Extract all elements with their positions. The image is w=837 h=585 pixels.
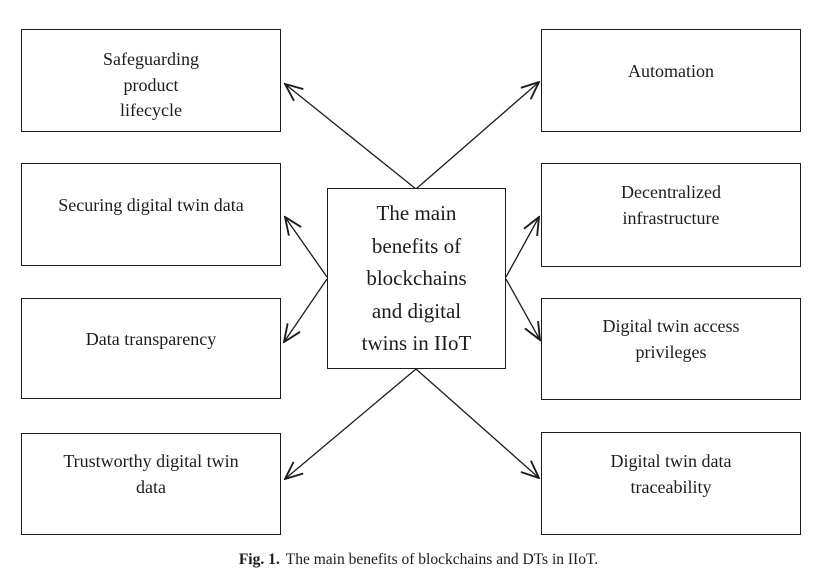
figure-caption-text: The main benefits of blockchains and DTs…: [285, 551, 599, 568]
node-label: Safeguarding product lifecycle: [103, 49, 199, 121]
node-center-main-benefits: The main benefits of blockchains and dig…: [327, 188, 506, 369]
arrow-center-to-data-transparency: [284, 278, 328, 342]
node-label: Trustworthy digital twin data: [63, 451, 239, 497]
node-label: Securing digital twin data: [58, 194, 244, 215]
figure-caption: Fig. 1. The main benefits of blockchains …: [0, 551, 837, 569]
arrow-center-to-automation: [415, 82, 539, 190]
node-label: Digital twin access privileges: [602, 316, 740, 362]
arrow-center-to-decentralized-infrastructure: [505, 217, 539, 278]
node-securing-digital-twin-data: Securing digital twin data: [21, 163, 281, 266]
node-label: The main benefits of blockchains and dig…: [361, 201, 472, 356]
node-decentralized-infrastructure: Decentralized infrastructure: [541, 163, 801, 267]
node-label: Digital twin data traceability: [610, 450, 732, 497]
node-digital-twin-access-privileges: Digital twin access privileges: [541, 298, 801, 400]
arrow-center-to-digital-twin-data-traceability: [415, 368, 539, 478]
arrow-center-to-securing-digital-twin-data: [285, 217, 328, 278]
node-trustworthy-digital-twin-data: Trustworthy digital twin data: [21, 433, 281, 535]
arrow-center-to-digital-twin-access-privileges: [505, 278, 540, 340]
arrow-center-to-safeguarding-product-lifecycle: [285, 84, 417, 190]
node-safeguarding-product-lifecycle: Safeguarding product lifecycle: [21, 29, 281, 132]
node-label: Automation: [628, 60, 714, 81]
node-data-transparency: Data transparency: [21, 298, 281, 399]
node-label: Data transparency: [85, 328, 217, 349]
node-digital-twin-data-traceability: Digital twin data traceability: [541, 432, 801, 535]
node-automation: Automation: [541, 29, 801, 132]
arrow-center-to-trustworthy-digital-twin-data: [285, 368, 417, 479]
figure-caption-number: Fig. 1.: [238, 551, 280, 568]
node-label: Decentralized infrastructure: [621, 182, 721, 228]
